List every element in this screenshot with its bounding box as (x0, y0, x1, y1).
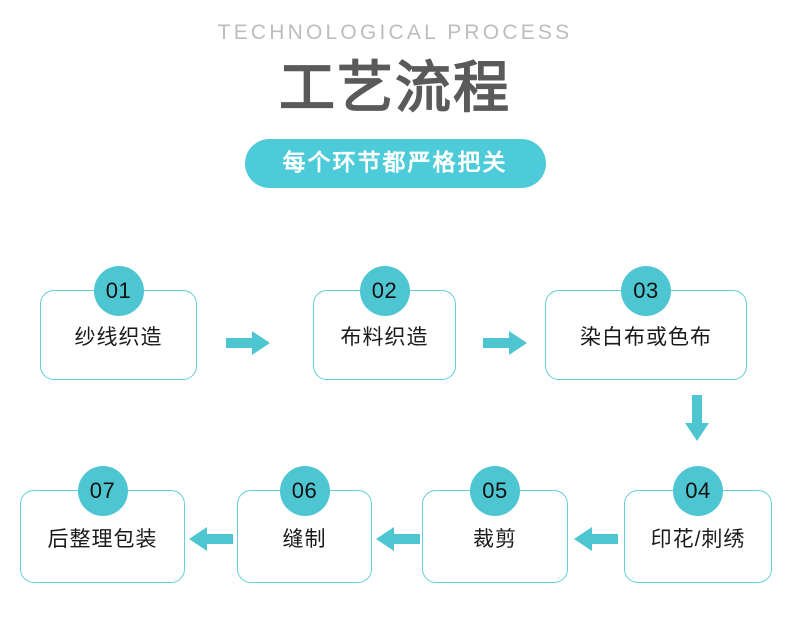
subtitle-badge-container: 每个环节都严格把关 (0, 138, 790, 189)
arrow-04-to-05 (574, 526, 618, 552)
flow-node-07[interactable]: 07 后整理包装 (20, 466, 185, 583)
flow-node-02-number: 02 (359, 266, 410, 316)
flow-node-04-label: 印花/刺绣 (650, 527, 746, 551)
arrow-02-to-03 (483, 330, 527, 356)
flow-node-02-label: 布料织造 (340, 326, 429, 350)
flow-node-06-label: 缝制 (282, 527, 327, 551)
flow-node-04-number: 04 (673, 466, 723, 516)
arrow-06-to-07 (189, 526, 233, 552)
flow-node-06-number: 06 (279, 466, 330, 516)
flow-node-05-label: 裁剪 (473, 527, 517, 551)
flow-node-01-number: 01 (93, 266, 144, 316)
page-header: TECHNOLOGICAL PROCESS 工艺流程 每个环节都严格把关 (0, 0, 790, 189)
flow-node-07-label: 后整理包装 (47, 527, 158, 551)
flow-node-01[interactable]: 01 纱线织造 (40, 266, 197, 380)
flow-node-05-number: 05 (470, 466, 520, 516)
flow-node-01-label: 纱线织造 (74, 326, 163, 350)
flow-node-05[interactable]: 05 裁剪 (422, 466, 568, 583)
flow-node-06[interactable]: 06 缝制 (237, 466, 372, 583)
arrow-05-to-06 (376, 526, 420, 552)
page-eyebrow: TECHNOLOGICAL PROCESS (217, 21, 573, 44)
flow-node-07-number: 07 (77, 466, 128, 516)
subtitle-badge: 每个环节都严格把关 (244, 138, 546, 189)
flow-node-04[interactable]: 04 印花/刺绣 (624, 466, 772, 583)
flow-node-02[interactable]: 02 布料织造 (313, 266, 456, 380)
arrow-03-to-04 (684, 395, 710, 441)
arrow-01-to-02 (226, 330, 270, 356)
flow-node-03-label: 染白布或色布 (580, 326, 712, 350)
flow-node-03[interactable]: 03 染白布或色布 (545, 266, 747, 380)
page-title: 工艺流程 (279, 56, 511, 120)
flow-node-03-number: 03 (621, 266, 671, 316)
